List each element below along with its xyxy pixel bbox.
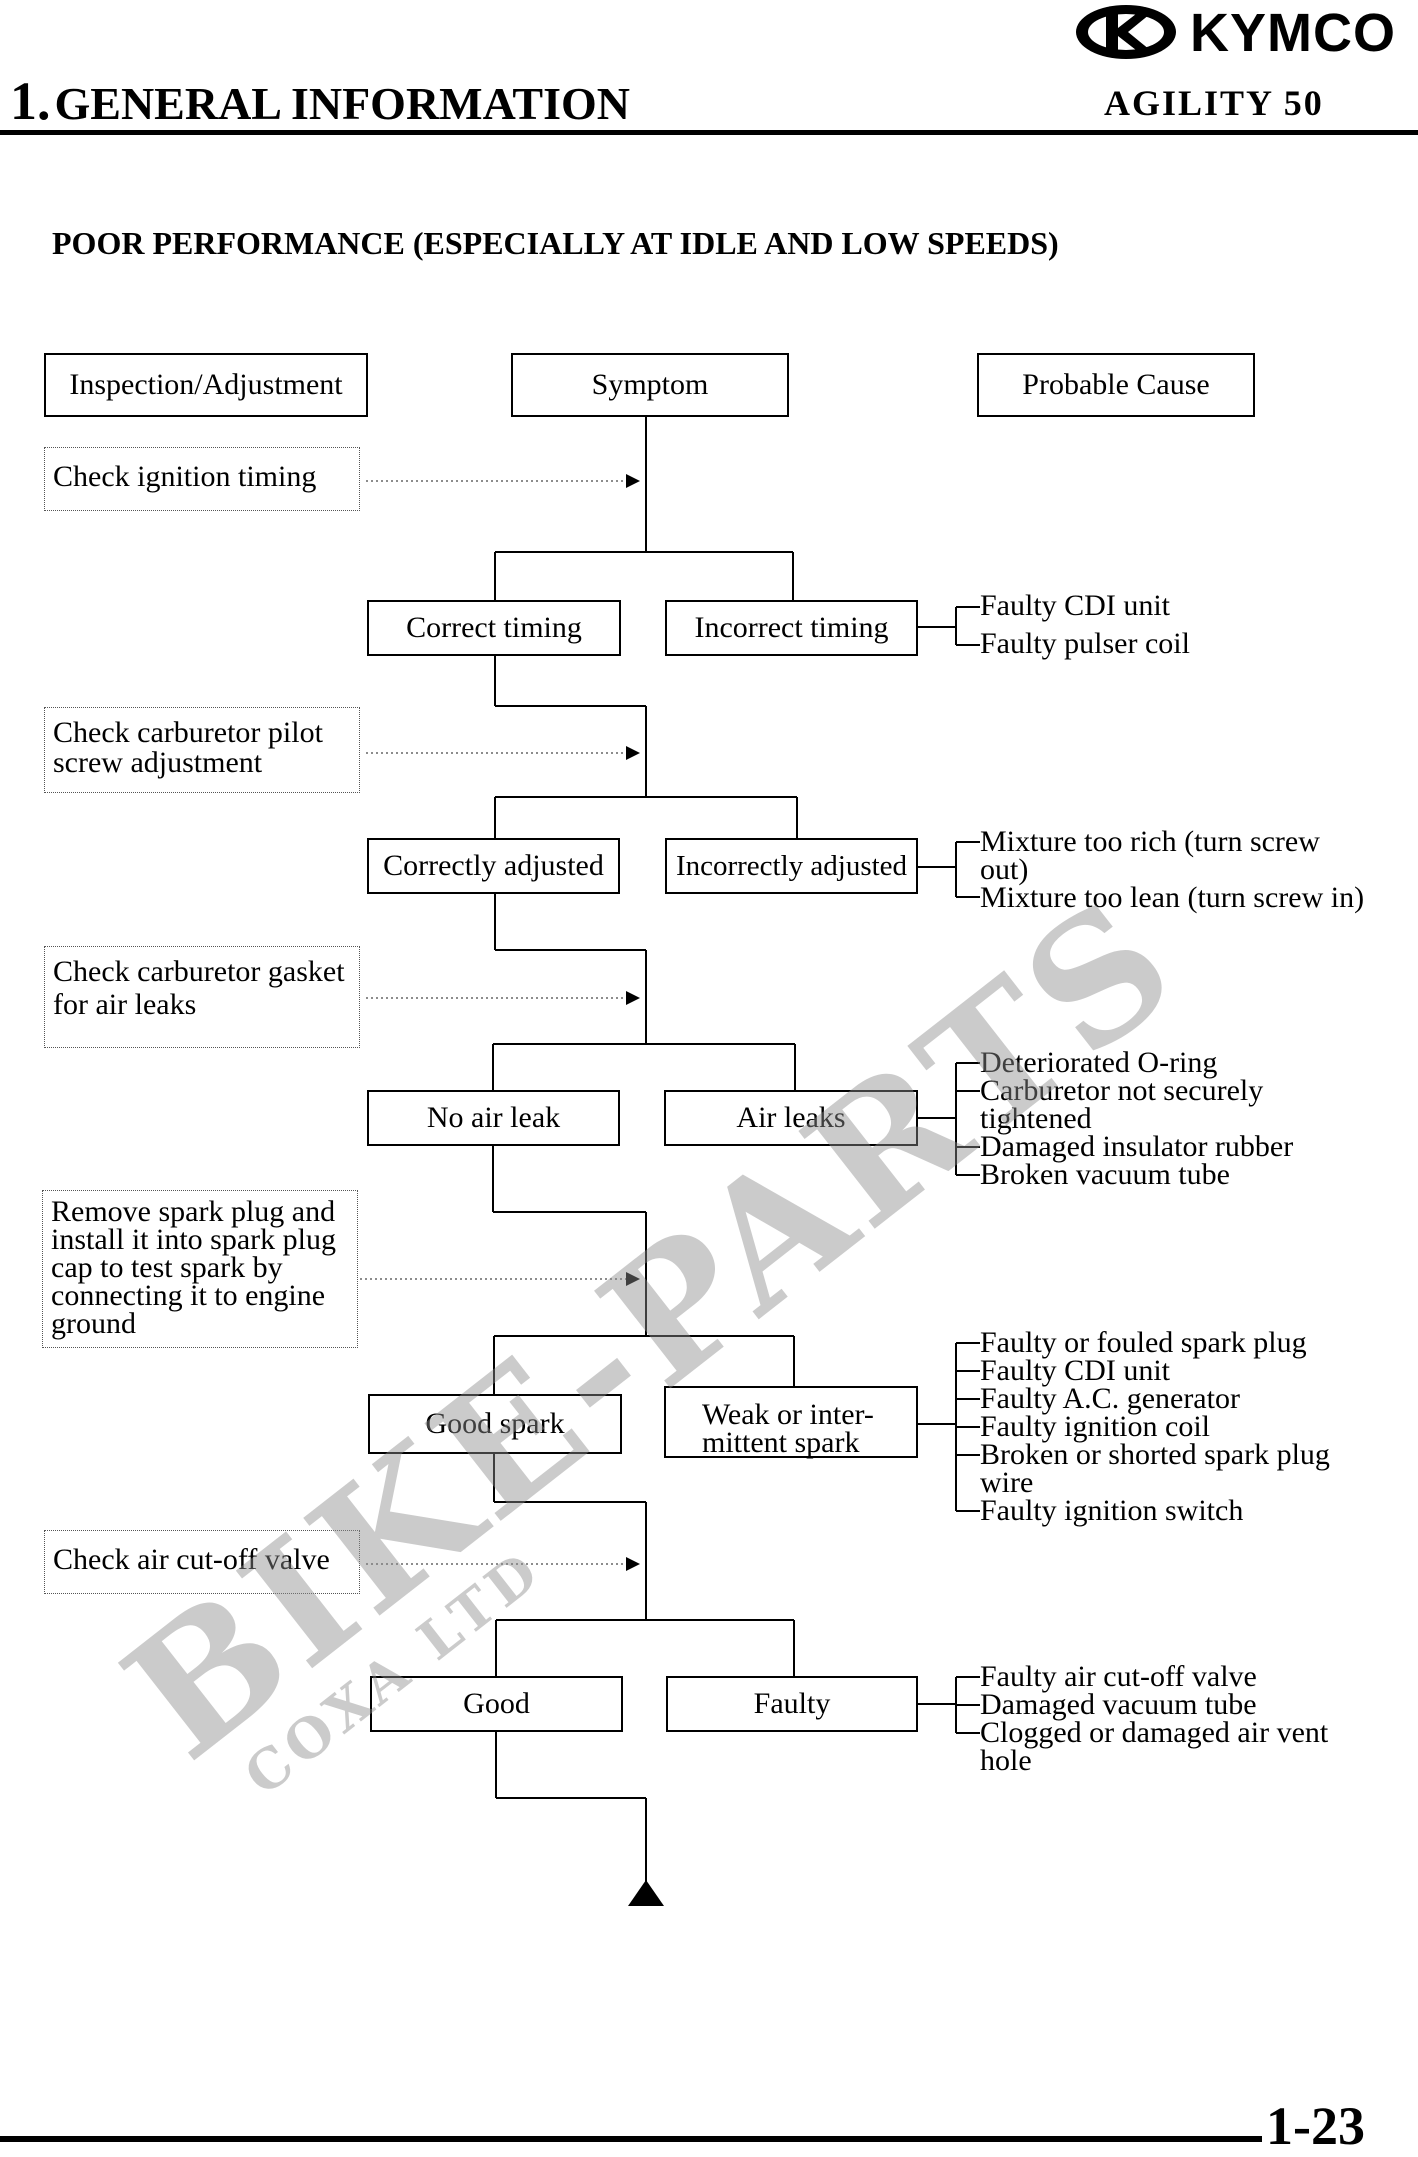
section-name: GENERAL INFORMATION [54,78,630,129]
footer-rule [0,2136,1262,2142]
cause-item: Faulty ignition coil [980,1410,1210,1443]
brand-wordmark: KYMCO [1190,3,1396,63]
check-label-line: connecting it to engine [51,1279,326,1312]
symptom-correctly-adjusted: Correctly adjusted [367,838,620,894]
check-label-line: install it into spark plug [51,1223,336,1256]
symptom-line: Weak or inter- [702,1398,874,1431]
symptom-air-leaks: Air leaks [664,1090,918,1146]
section-title: 1. GENERAL INFORMATION [10,70,630,132]
header-rule [0,130,1418,135]
remove-spark-plug-test: Remove spark plug and install it into sp… [42,1190,358,1348]
symptom-weak-spark: Weak or inter- mittent spark [664,1386,918,1458]
cause-item: Damaged vacuum tube [980,1688,1257,1721]
check-air-cutoff-valve: Check air cut-off valve [44,1530,360,1594]
check-label-line: for air leaks [53,988,197,1021]
causes-air-cutoff: Faulty air cut-off valve Damaged vacuum … [980,1660,1329,1777]
check-label-line: cap to test spark by [51,1251,283,1284]
page-number: 1-23 [1266,2096,1365,2156]
check-label: Check ignition timing [53,460,317,493]
symptom-incorrectly-adjusted: Incorrectly adjusted [665,838,918,894]
kymco-logo: KYMCO [1072,2,1418,63]
cause-item: Carburetor not securely [980,1074,1264,1107]
section-number: 1. [10,71,51,131]
symptom-good: Good [370,1676,623,1732]
causes-pilot-screw: Mixture too rich (turn screw out) Mixtur… [980,825,1365,914]
cause-item: Broken or shorted spark plug [980,1438,1330,1471]
symptom-correct-timing: Correct timing [367,600,621,656]
column-header-inspection: Inspection/Adjustment [44,353,368,417]
cause-item: tightened [980,1102,1092,1135]
cause-item: Faulty ignition switch [980,1494,1244,1527]
check-label: Check air cut-off valve [53,1543,330,1576]
cause-item: Faulty CDI unit [980,589,1171,622]
symptom-good-spark: Good spark [368,1394,622,1454]
cause-item: Faulty A.C. generator [980,1382,1240,1415]
cause-item: Mixture too rich (turn screw [980,825,1320,858]
column-header-cause: Probable Cause [977,353,1255,417]
check-label-line: Check carburetor gasket [53,955,345,988]
cause-item: Faulty pulser coil [980,627,1190,660]
check-carburetor-gasket: Check carburetor gasket for air leaks [44,946,360,1048]
symptom-incorrect-timing: Incorrect timing [665,600,918,656]
cause-item: Faulty air cut-off valve [980,1660,1257,1693]
column-header-symptom: Symptom [511,353,789,417]
cause-item: Deteriorated O-ring [980,1046,1218,1079]
check-label-line: screw adjustment [53,746,263,779]
model-name: AGILITY 50 [1104,83,1324,123]
cause-item: Broken vacuum tube [980,1158,1230,1191]
cause-item: hole [980,1744,1032,1777]
check-label-line: ground [51,1307,136,1340]
cause-item: out) [980,853,1029,886]
causes-spark: Faulty or fouled spark plug Faulty CDI u… [980,1326,1330,1527]
cause-item: Faulty or fouled spark plug [980,1326,1307,1359]
symptom-line: mittent spark [702,1426,860,1459]
check-carburetor-pilot-screw: Check carburetor pilot screw adjustment [44,707,360,793]
causes-air-leaks: Deteriorated O-ring Carburetor not secur… [980,1046,1294,1191]
cause-item: Damaged insulator rubber [980,1130,1294,1163]
check-ignition-timing: Check ignition timing [44,447,360,511]
cause-item: Mixture too lean (turn screw in) [980,881,1365,914]
symptom-faulty: Faulty [666,1676,918,1732]
symptom-no-air-leak: No air leak [367,1090,620,1146]
cause-item: wire [980,1466,1034,1499]
check-label-line: Remove spark plug and [51,1195,336,1228]
cause-item: Clogged or damaged air vent [980,1716,1329,1749]
causes-timing: Faulty CDI unit Faulty pulser coil [980,589,1190,660]
continue-arrow-icon [628,1880,664,1906]
cause-item: Faulty CDI unit [980,1354,1171,1387]
check-label-line: Check carburetor pilot [53,716,323,749]
page-title: POOR PERFORMANCE (ESPECIALLY AT IDLE AND… [52,225,1059,261]
